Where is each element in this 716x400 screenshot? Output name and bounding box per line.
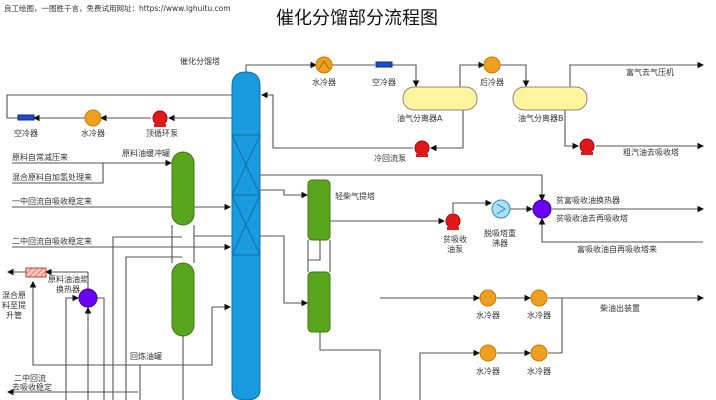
pump-icon [414,140,430,157]
second-reflux-label: 二中回流自吸收稳定来 [12,236,92,246]
pump-icon [445,213,461,230]
mixed-feed-label: 混合原 [2,290,26,300]
second-reflux-out-label: 二中回流 [14,373,46,383]
water-cooler-icon [530,289,548,307]
top-circ-pump-label: 顶循环泵 [146,128,178,138]
air-cooler-label: 空冷器 [14,128,38,138]
feed-cdu-label: 原料自常减压来 [12,152,68,162]
feed-hydro-label: 混合原料自加氢处理来 [12,172,92,182]
separator-a-label: 油气分离器A [397,113,443,123]
slurry-hx-label: 换热器 [56,284,80,294]
heater-icon [25,267,47,278]
light-diesel-stripper-top[interactable] [307,179,331,241]
after-cooler-label: 后冷器 [480,77,504,87]
mixed-feed-label: 料至提 [2,300,26,310]
second-reflux-out-label: 去吸收稳定 [12,382,52,392]
water-cooler-icon [530,344,548,362]
watermark: 良工绘图，一图胜千言，免费试用网址：https://www.lghuitu.co… [4,3,231,13]
pump-icon [579,138,595,155]
light-diesel-stripper-bottom[interactable] [307,271,331,333]
feed-buffer-tank-label: 原料油缓冲罐 [122,148,170,158]
water-cooler-icon [479,289,497,307]
diesel-out-label: 柴油出装置 [600,303,640,313]
water-cooler-icon [479,344,497,362]
first-reflux-label: 一中回流自吸收稳定来 [12,196,92,206]
rich-gas-label: 富气去气压机 [626,67,674,77]
pipelines [6,61,705,400]
water-cooler-label: 水冷器 [527,366,551,376]
air-cooler-icon [375,61,393,68]
stripper-label: 轻柴气提塔 [335,191,375,201]
lean-pump-label: 贫吸收 [443,234,467,244]
separator-a[interactable] [402,86,478,111]
crude-gasoline-label: 粗汽油去吸收塔 [623,147,679,157]
water-cooler-label: 水冷器 [476,310,500,320]
after-cooler-icon [483,56,501,74]
air-cooler-icon [17,114,35,121]
water-cooler-icon [84,109,102,127]
lean-rich-hx-label: 贫富吸收油换热器 [556,195,620,205]
pump-icon [152,110,168,127]
recycle-tank-label: 回炼油罐 [130,351,162,361]
water-cooler-label: 水冷器 [312,77,336,87]
water-cooler-label: 水冷器 [81,128,105,138]
water-cooler-icon [315,56,333,74]
separator-b[interactable] [512,86,588,111]
lean-pump-label: 油泵 [447,244,463,254]
lean-rich-heat-exchanger-icon [532,199,552,219]
main-fractionator-column[interactable] [231,71,261,400]
mixed-feed-label: 升管 [6,310,22,320]
reboiler-label: 脱吸塔重 [484,228,516,238]
reboiler-label: 沸器 [492,238,508,248]
main-column-label: 催化分馏塔 [180,56,220,66]
reboiler-icon [491,199,511,219]
separator-b-label: 油气分离器B [518,113,564,123]
slurry-heat-exchanger-icon [78,288,98,308]
cold-reflux-pump-label: 冷回流泵 [374,153,406,163]
water-cooler-label: 水冷器 [476,366,500,376]
lean-oil-label: 贫吸收油去再吸收塔 [556,213,628,223]
water-cooler-label: 水冷器 [527,310,551,320]
feed-buffer-tank[interactable] [171,151,195,226]
rich-oil-label: 富吸收油自再吸收塔来 [577,244,657,254]
air-cooler-label: 空冷器 [372,77,396,87]
slurry-hx-label: 原料油油浆 [48,274,88,284]
recycle-oil-tank[interactable] [171,262,195,337]
page-title: 催化分馏部分流程图 [276,8,438,29]
